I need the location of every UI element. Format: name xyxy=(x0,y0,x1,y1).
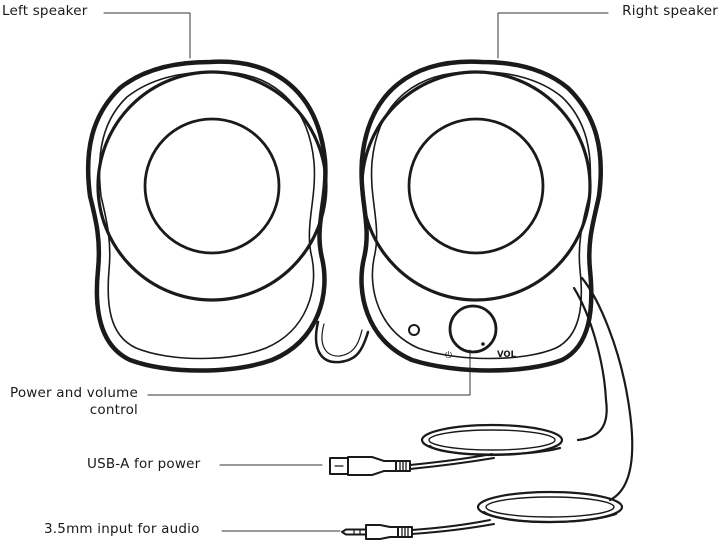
upper-cable-coil xyxy=(420,423,564,457)
right-speaker-outer-shell xyxy=(359,59,603,373)
audio-cable xyxy=(411,519,491,531)
speaker-link-cable-inner xyxy=(321,323,363,357)
label-usb-power: USB-A for power xyxy=(87,456,201,472)
label-audio-input: 3.5mm input for audio xyxy=(44,521,200,537)
left-speaker-inner-shell xyxy=(98,71,316,360)
leader-left-speaker xyxy=(103,12,191,59)
leader-lines xyxy=(103,12,609,532)
right-speaker-inner-shell xyxy=(370,71,592,360)
volume-knob[interactable] xyxy=(448,304,498,354)
usb-housing xyxy=(347,456,397,476)
power-icon: ⏻ xyxy=(445,350,452,361)
main-cable xyxy=(572,276,634,502)
audio-housing xyxy=(365,524,399,540)
leader-right-speaker xyxy=(497,12,609,59)
leader-power-control xyxy=(147,349,471,396)
lower-cable-coil xyxy=(476,490,624,524)
led-indicator xyxy=(408,324,420,336)
left-speaker-cone xyxy=(143,117,281,255)
left-speaker xyxy=(85,59,328,373)
vol-label: VOL xyxy=(497,350,517,360)
speaker-link-cable xyxy=(314,320,370,364)
left-speaker-ring xyxy=(96,70,328,302)
volume-knob-marker xyxy=(481,342,485,346)
left-speaker-outer-shell xyxy=(85,59,328,373)
label-power-volume-control: Power and volume control xyxy=(9,385,138,418)
right-speaker-cone xyxy=(407,117,545,255)
usb-plug xyxy=(329,453,495,476)
right-speaker-ring xyxy=(360,70,592,302)
audio-plug xyxy=(341,519,495,540)
usb-cable xyxy=(409,453,493,466)
label-right-speaker: Right speaker xyxy=(622,3,718,19)
right-speaker xyxy=(359,59,603,373)
label-left-speaker: Left speaker xyxy=(2,3,88,19)
